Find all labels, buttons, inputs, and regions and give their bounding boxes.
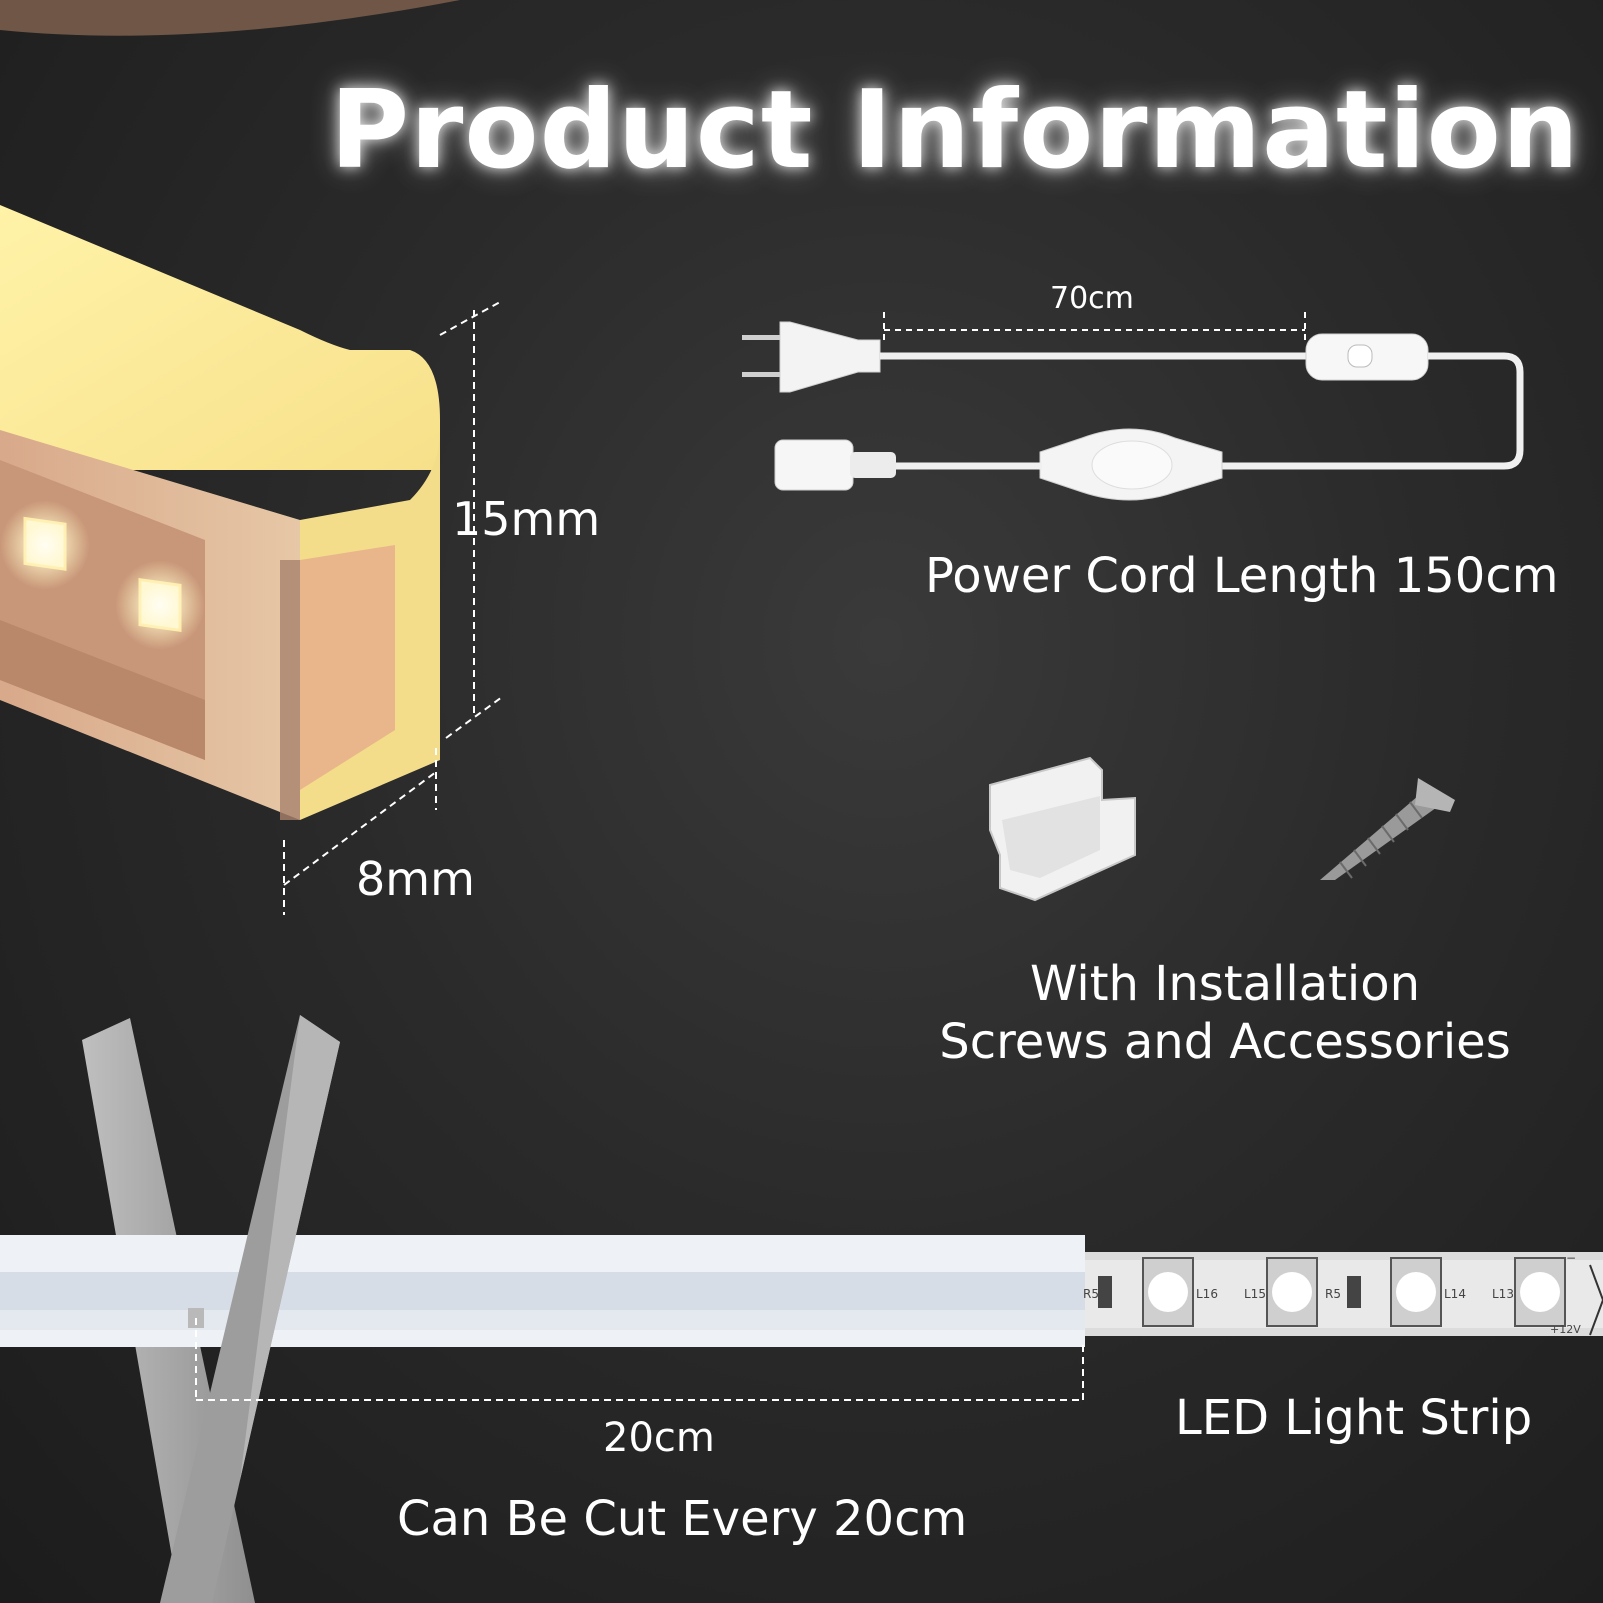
height-dimension-label: 15mm bbox=[452, 492, 601, 546]
pcb-label-r5: R5 bbox=[1325, 1287, 1341, 1301]
accessories-caption: With Installation Screws and Accessories bbox=[900, 955, 1550, 1071]
mounting-clip-icon bbox=[989, 756, 1136, 902]
resistor-1 bbox=[1098, 1276, 1112, 1308]
smd-led-1 bbox=[1142, 1257, 1194, 1327]
screw-icon bbox=[1320, 778, 1455, 880]
accessories-caption-line1: With Installation bbox=[1029, 956, 1421, 1012]
power-cord-illustration bbox=[742, 321, 1524, 501]
eu-plug-icon bbox=[779, 321, 881, 393]
pcb-label-l15: L15 bbox=[1244, 1287, 1266, 1301]
dc-connector-icon bbox=[774, 439, 854, 491]
pcb-label-12v: +12V bbox=[1550, 1323, 1581, 1336]
smd-led-2 bbox=[1266, 1257, 1318, 1327]
eu-plug-pins bbox=[742, 335, 782, 340]
led-pcb-strip: R5 L16 L15 R5 L14 L13 +12V − bbox=[1083, 1251, 1603, 1336]
pcb-label-r5-left: R5 bbox=[1083, 1287, 1099, 1301]
accessories-caption-line2: Screws and Accessories bbox=[939, 1014, 1511, 1070]
cord-segment-label: 70cm bbox=[1050, 281, 1134, 316]
resistor-2 bbox=[1347, 1276, 1361, 1308]
silicone-neon-strip bbox=[0, 1235, 1085, 1347]
cord-segment-dimension bbox=[883, 312, 1306, 340]
power-cord-caption: Power Cord Length 150cm bbox=[925, 548, 1559, 604]
width-dimension-label: 8mm bbox=[356, 852, 475, 906]
cut-caption: Can Be Cut Every 20cm bbox=[397, 1491, 968, 1547]
width-dimension-line bbox=[283, 748, 437, 915]
cut-segment-label: 20cm bbox=[603, 1415, 715, 1461]
smd-led-4 bbox=[1514, 1257, 1566, 1327]
led-strip-caption: LED Light Strip bbox=[1175, 1390, 1533, 1446]
pcb-label-minus: − bbox=[1566, 1251, 1576, 1265]
smd-led-3 bbox=[1390, 1257, 1442, 1327]
pcb-label-l16: L16 bbox=[1196, 1287, 1218, 1301]
pcb-label-l13: L13 bbox=[1492, 1287, 1514, 1301]
height-dimension-line bbox=[439, 301, 503, 739]
cut-length-dimension bbox=[195, 1318, 1084, 1401]
page-title: Product Information bbox=[330, 68, 1580, 193]
pcb-label-l14: L14 bbox=[1444, 1287, 1466, 1301]
top-arc-decoration bbox=[0, 0, 460, 36]
neon-strip-profile bbox=[0, 205, 440, 820]
